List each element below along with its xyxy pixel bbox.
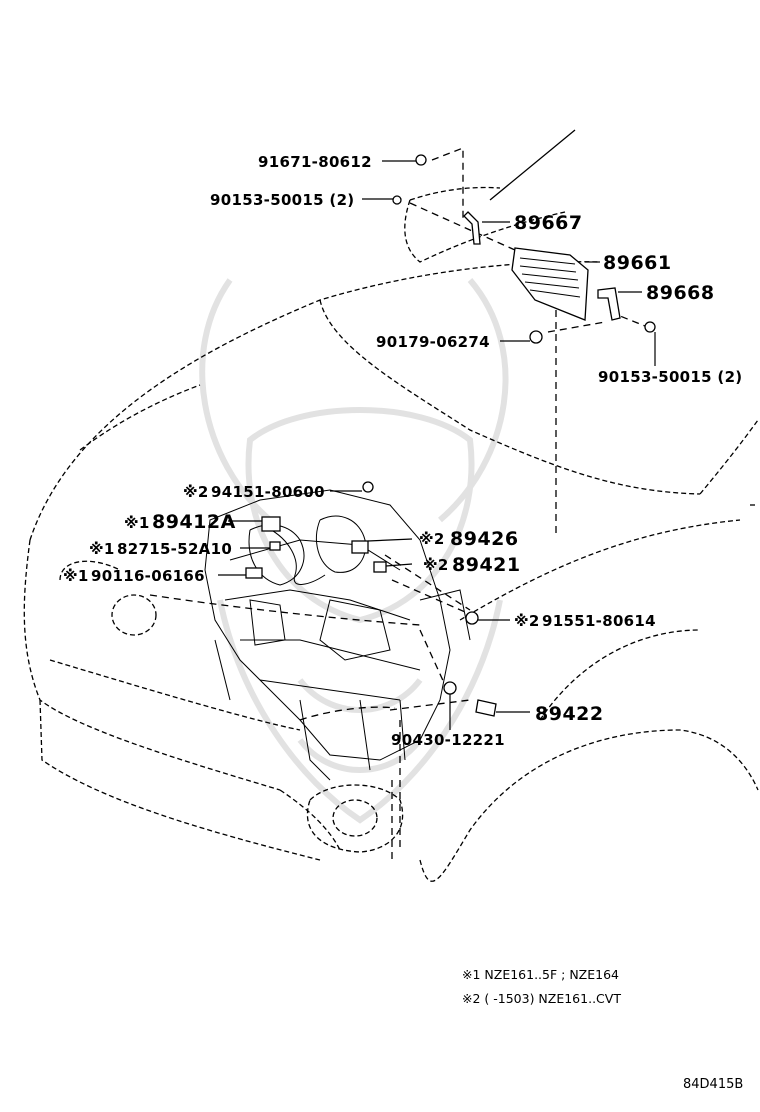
bolt-91671 bbox=[415, 154, 427, 166]
diagram-code: 84D415B bbox=[683, 1077, 743, 1092]
label-90430-12221: 90430-12221 bbox=[391, 731, 505, 749]
vehicle-body-outline bbox=[23, 129, 759, 882]
label-90116-06166: 90116-06166 bbox=[91, 567, 205, 585]
gasket-90430 bbox=[443, 681, 457, 695]
sensor-89422 bbox=[475, 699, 497, 717]
clamp-82715 bbox=[269, 541, 281, 551]
part-labels: 91671-80612 90153-50015 (2) 89667 89661 … bbox=[63, 153, 742, 749]
leader-lines bbox=[149, 160, 656, 860]
sensor-89421 bbox=[373, 561, 387, 573]
mark-2-91551: ※2 bbox=[514, 612, 540, 630]
sensor-89412a bbox=[261, 516, 281, 532]
label-91551-80614: 91551-80614 bbox=[542, 612, 656, 630]
label-89421: 89421 bbox=[452, 554, 521, 576]
mark-2-94151: ※2 bbox=[183, 483, 209, 501]
label-89422: 89422 bbox=[535, 703, 604, 725]
label-94151-80600: 94151-80600 bbox=[211, 483, 325, 501]
label-89668: 89668 bbox=[646, 282, 715, 304]
legend-note-2: ※2 ( -1503) NZE161..CVT bbox=[462, 991, 621, 1006]
label-91671-80612: 91671-80612 bbox=[258, 153, 372, 171]
label-89426: 89426 bbox=[450, 528, 519, 550]
ecu-guide-lines bbox=[409, 147, 651, 535]
sensor-89426 bbox=[351, 540, 369, 554]
ecu-89661 bbox=[511, 247, 589, 321]
mark-1-82715: ※1 bbox=[89, 540, 115, 558]
bracket-89668 bbox=[597, 287, 621, 321]
bolt-90116 bbox=[245, 567, 263, 579]
label-90153-50015-top: 90153-50015 (2) bbox=[210, 191, 354, 209]
engine-assembly bbox=[204, 481, 497, 781]
mark-2-89421: ※2 bbox=[423, 556, 449, 574]
ecu-assembly bbox=[392, 154, 656, 344]
mark-1-89412a: ※1 bbox=[124, 514, 150, 532]
mark-1-90116: ※1 bbox=[63, 567, 89, 585]
bolt-91551 bbox=[465, 611, 479, 625]
bolt-94151 bbox=[362, 481, 374, 493]
label-90153-50015-right: 90153-50015 (2) bbox=[598, 368, 742, 386]
label-89412a: 89412A bbox=[152, 511, 236, 533]
bracket-89667 bbox=[463, 211, 481, 245]
label-90179-06274: 90179-06274 bbox=[376, 333, 490, 351]
label-89661: 89661 bbox=[603, 252, 672, 274]
legend-note-1: ※1 NZE161..5F ; NZE164 bbox=[462, 967, 619, 982]
label-89667: 89667 bbox=[514, 212, 583, 234]
bolt-90153-b bbox=[644, 321, 656, 333]
mark-2-89426: ※2 bbox=[419, 530, 445, 548]
watermark bbox=[199, 278, 509, 824]
bolt-90153-a bbox=[392, 195, 402, 205]
label-82715-52a10: 82715-52A10 bbox=[117, 540, 232, 558]
nut-90179 bbox=[529, 330, 543, 344]
legend: ※1 NZE161..5F ; NZE164 ※2 ( -1503) NZE16… bbox=[462, 967, 621, 1006]
